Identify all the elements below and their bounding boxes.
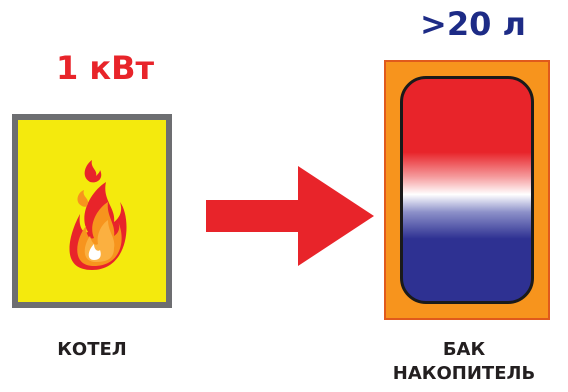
tank-water-gradient (400, 76, 534, 304)
boiler-box (12, 114, 172, 308)
boiler-caption: КОТЕЛ (57, 339, 127, 360)
storage-tank (384, 60, 550, 320)
flame-icon (69, 160, 127, 270)
tank-caption-line1: БАК (442, 339, 486, 360)
arrow-right-icon (206, 166, 374, 266)
power-label: 1 кВт (55, 49, 155, 87)
tank-caption: БАК НАКОПИТЕЛЬ (360, 338, 568, 386)
volume-label: >20 л (420, 5, 526, 43)
tank-caption-line2: НАКОПИТЕЛЬ (392, 363, 536, 384)
